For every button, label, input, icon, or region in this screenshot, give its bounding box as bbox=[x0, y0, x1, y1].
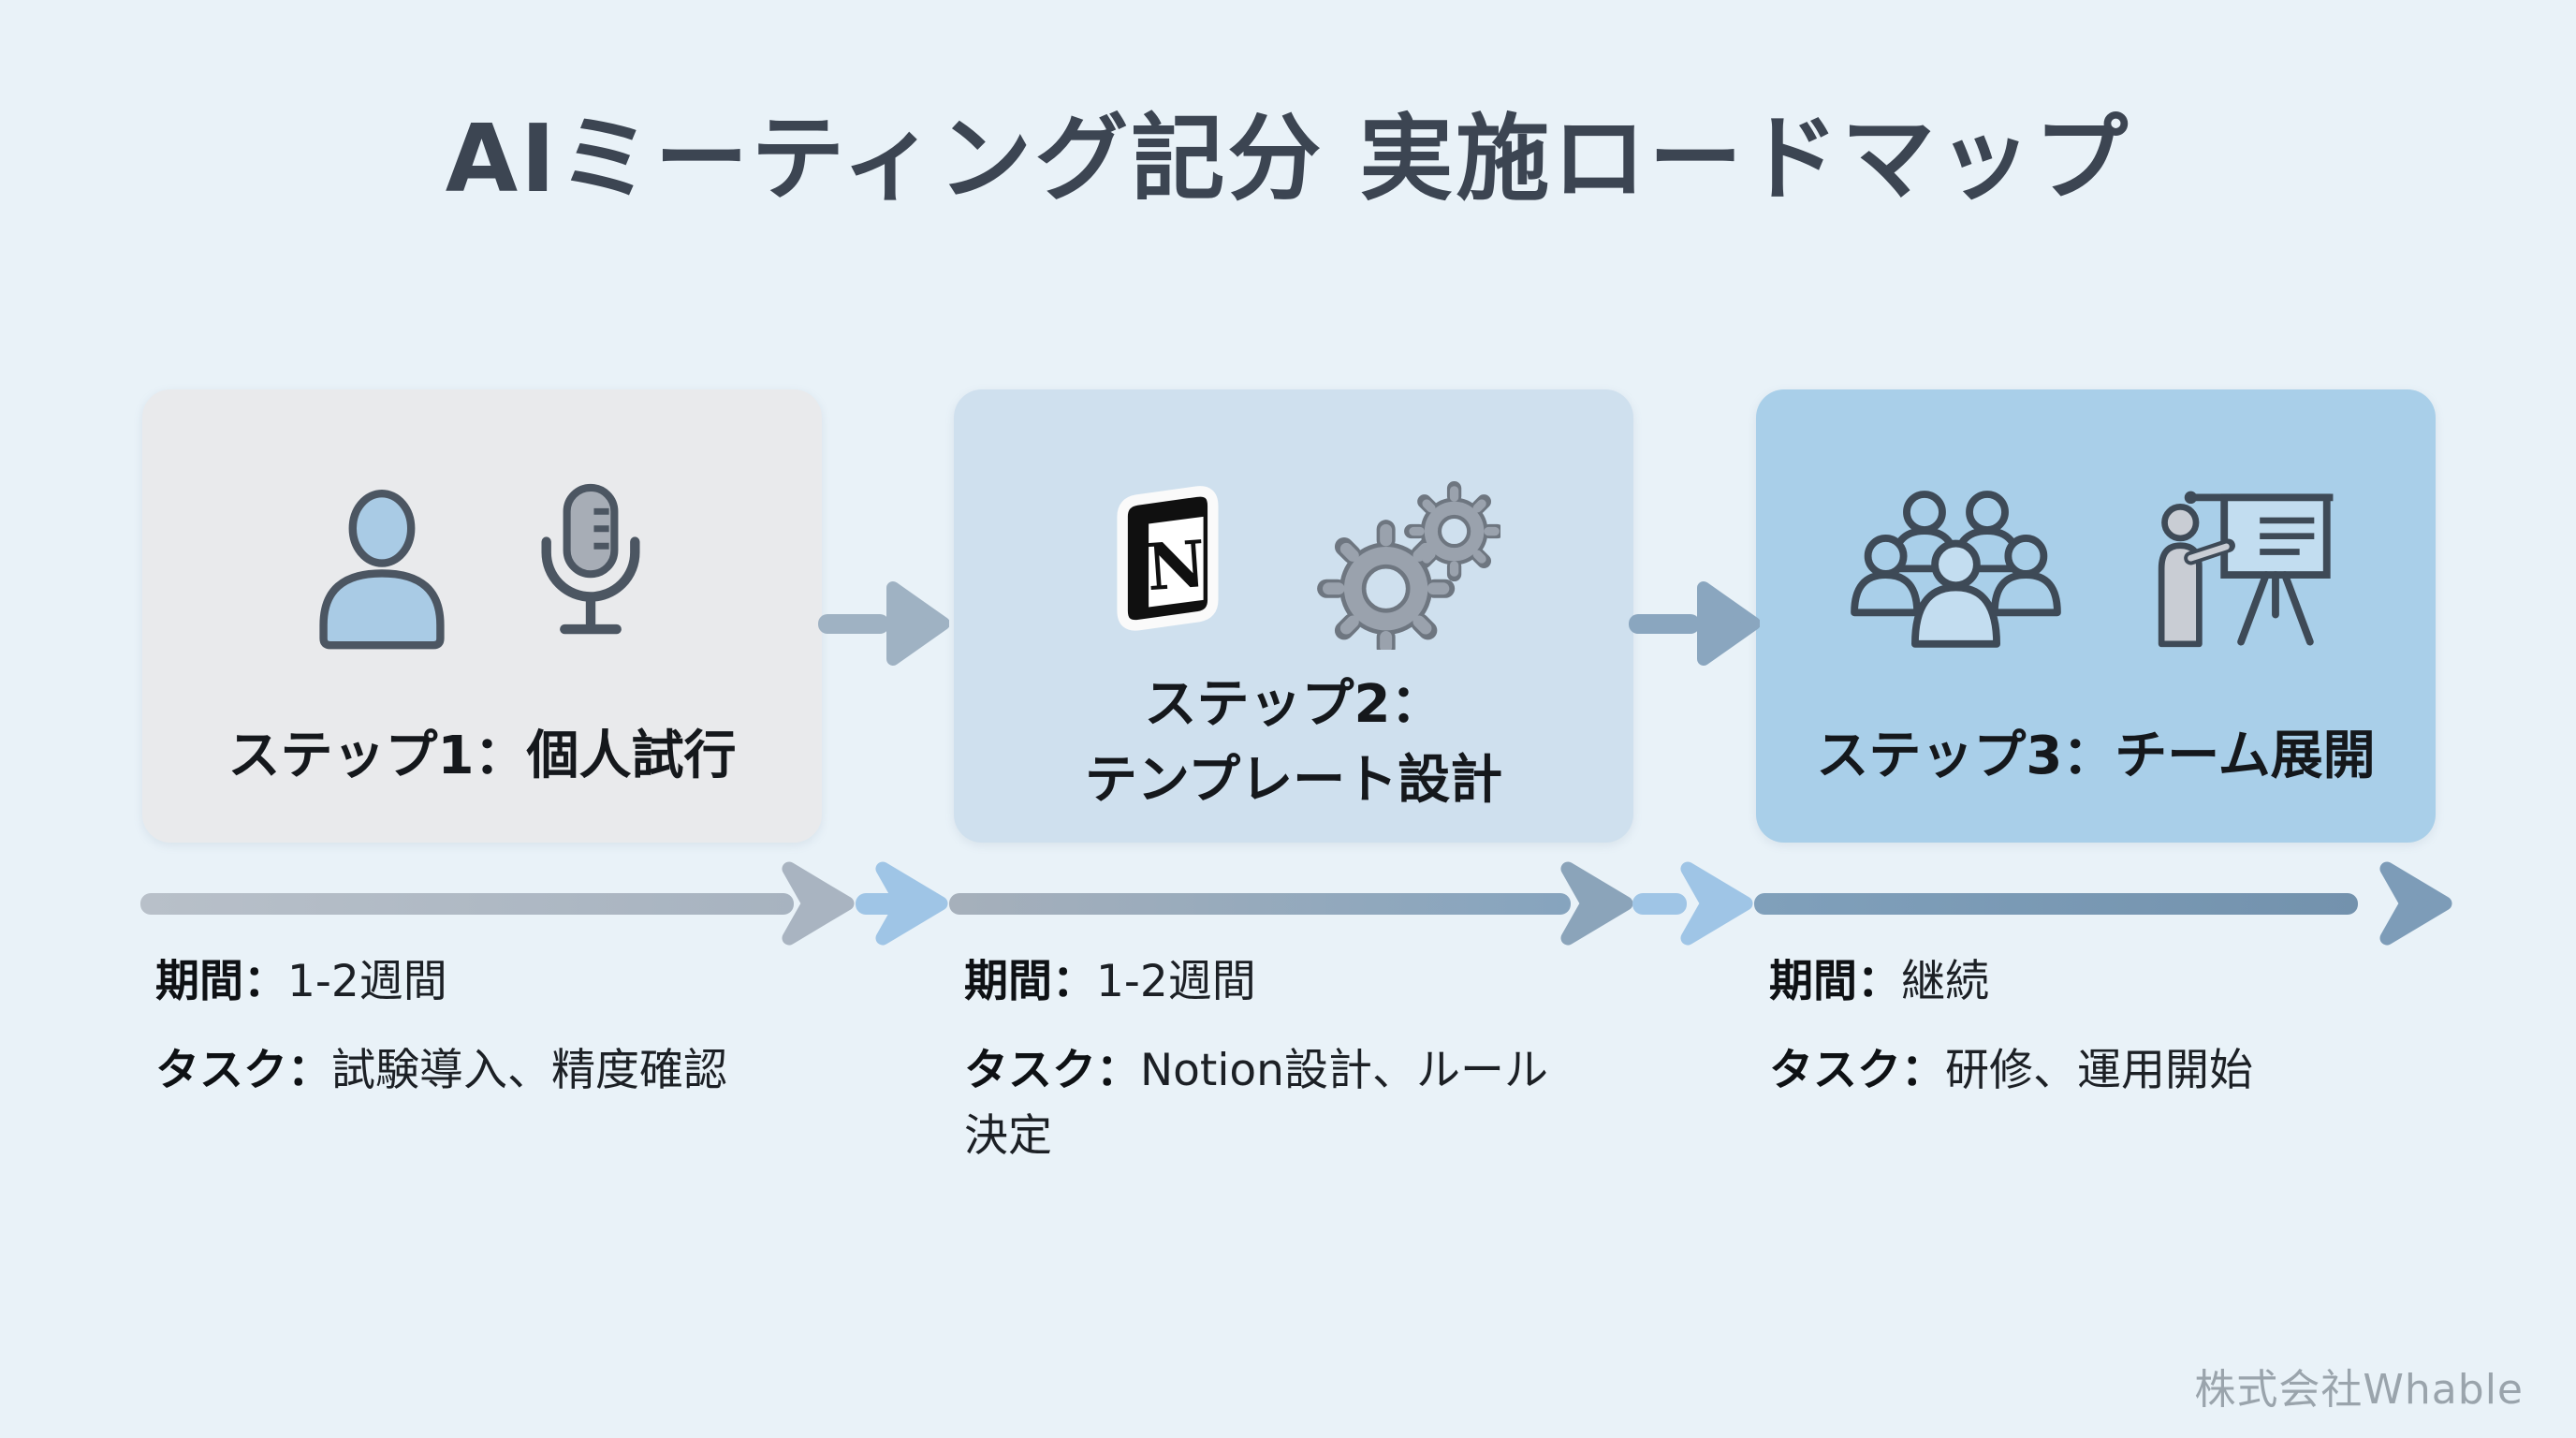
step-1-icon-row bbox=[142, 434, 822, 697]
step-1-task-row: タスク：試験導入、精度確認 bbox=[155, 1038, 811, 1105]
arrow-step1-to-step2-icon bbox=[818, 581, 949, 666]
task-label: タスク： bbox=[1769, 1044, 1945, 1096]
step-2-task-row: タスク：Notion設計、ルール 決定 bbox=[964, 1038, 1606, 1170]
step-2-title: ステップ2： テンプレート設計 bbox=[1084, 673, 1503, 811]
period-label: 期間： bbox=[155, 956, 287, 1007]
presentation-icon bbox=[2158, 491, 2334, 648]
page-title: AIミーティング記分 実施ロードマップ bbox=[445, 104, 2131, 213]
user-icon bbox=[319, 490, 445, 650]
arrow-step2-to-step3-icon bbox=[1629, 581, 1760, 666]
step-2-period-row: 期間：1-2週間 bbox=[964, 949, 1606, 1016]
timeline-segment-3 bbox=[1754, 893, 2358, 915]
step-1-details: 期間：1-2週間 タスク：試験導入、精度確認 bbox=[155, 949, 811, 1126]
step-3-period-row: 期間：継続 bbox=[1769, 949, 2424, 1016]
notion-logo-icon: N bbox=[1117, 486, 1219, 631]
step-1-title: ステップ1：個人試行 bbox=[227, 725, 737, 786]
timeline-segment-2 bbox=[949, 893, 1571, 915]
step-3-card: ステップ3：チーム展開 bbox=[1756, 389, 2436, 843]
timeline-arrowhead-1 bbox=[782, 861, 855, 946]
period-label: 期間： bbox=[1769, 956, 1901, 1007]
step-2-icon-row: N bbox=[954, 434, 1633, 697]
step-2-card: N bbox=[954, 389, 1633, 843]
period-value: 1-2週間 bbox=[1096, 956, 1256, 1007]
step-2-details: 期間：1-2週間 タスク：Notion設計、ルール 決定 bbox=[964, 949, 1606, 1193]
task-value: Notion設計、ルール 決定 bbox=[964, 1044, 1548, 1163]
team-icon bbox=[1851, 491, 2061, 648]
timeline-connector-2 bbox=[1632, 893, 1687, 915]
company-credit: 株式会社Whable bbox=[2194, 1366, 2524, 1414]
task-value: 試験導入、精度確認 bbox=[331, 1044, 727, 1096]
gears-icon bbox=[1317, 481, 1500, 650]
timeline-arrowhead-2 bbox=[1560, 861, 1633, 946]
task-label: タスク： bbox=[155, 1044, 331, 1096]
step-3-icon-row bbox=[1756, 434, 2436, 697]
step-3-task-row: タスク：研修、運用開始 bbox=[1769, 1038, 2424, 1105]
step-3-details: 期間：継続 タスク：研修、運用開始 bbox=[1769, 949, 2424, 1126]
task-value: 研修、運用開始 bbox=[1945, 1044, 2253, 1096]
period-value: 1-2週間 bbox=[287, 956, 447, 1007]
step-1-period-row: 期間：1-2週間 bbox=[155, 949, 811, 1016]
period-value: 継続 bbox=[1901, 956, 1989, 1007]
svg-text:N: N bbox=[1144, 527, 1208, 606]
timeline-arrowhead-3 bbox=[2379, 861, 2452, 946]
step-3-title: ステップ3：チーム展開 bbox=[1816, 725, 2376, 786]
microphone-icon bbox=[541, 483, 640, 635]
timeline-arrow bbox=[140, 861, 2452, 946]
task-label: タスク： bbox=[964, 1044, 1140, 1096]
step-1-card: ステップ1：個人試行 bbox=[142, 389, 822, 843]
period-label: 期間： bbox=[964, 956, 1096, 1007]
timeline-segment-1 bbox=[140, 893, 794, 915]
